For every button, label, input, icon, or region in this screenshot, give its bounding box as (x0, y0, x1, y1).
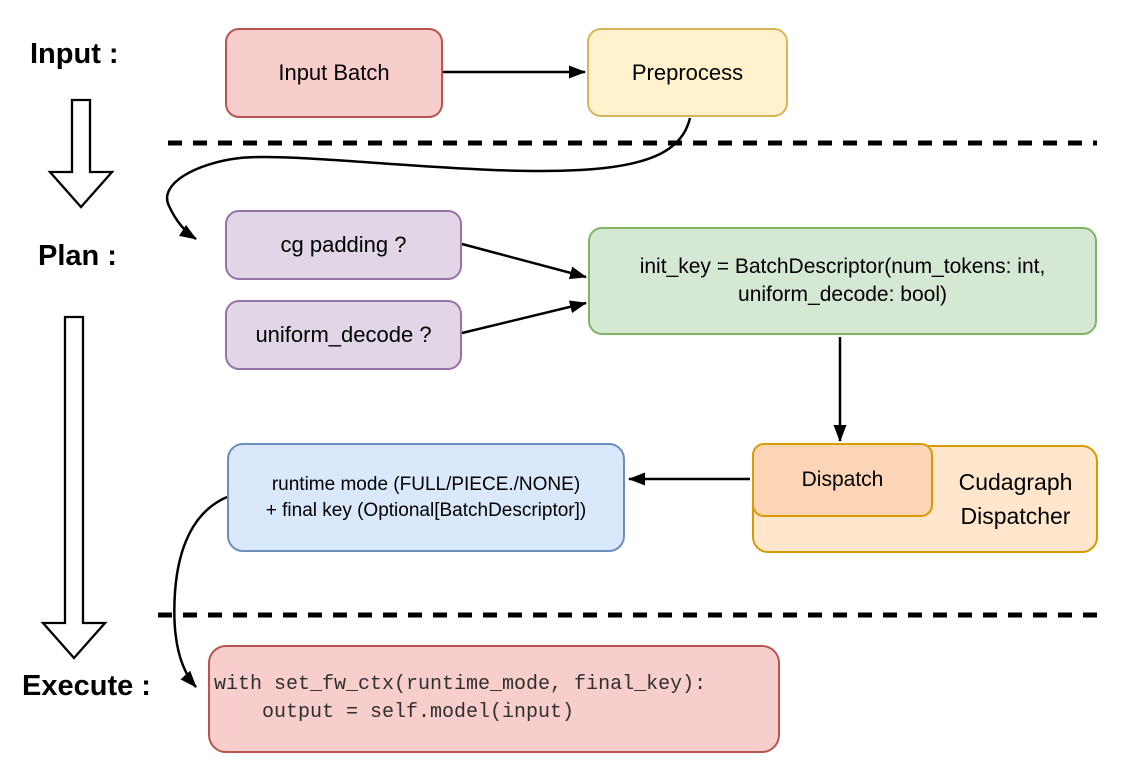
stage-label-execute: Execute : (22, 670, 151, 702)
node-uniform-decode-label: uniform_decode ? (255, 322, 432, 348)
node-runtime-mode-line2: + final key (Optional[BatchDescriptor]) (265, 499, 587, 521)
arrow-preprocess-to-plan (165, 117, 692, 241)
stage-label-input: Input : (30, 38, 119, 70)
arrow-cg-padding-to-init-key (461, 242, 587, 280)
stage-arrow-input-to-plan (47, 98, 115, 209)
node-preprocess-label: Preprocess (631, 59, 744, 85)
cudagraph-label-line2: Dispatcher (960, 503, 1071, 529)
arrow-uniform-decode-to-init-key (461, 300, 587, 335)
node-execute-code: with set_fw_ctx(runtime_mode, final_key)… (208, 645, 780, 753)
execute-code-line2: output = self.model(input) (214, 701, 575, 724)
node-init-key-line2: uniform_decode: bool) (738, 283, 947, 306)
node-cg-padding: cg padding ? (225, 210, 462, 280)
node-runtime-mode: runtime mode (FULL/PIECE./NONE) + final … (227, 443, 625, 552)
node-input-batch: Input Batch (225, 28, 443, 118)
node-runtime-mode-line1: runtime mode (FULL/PIECE./NONE) (271, 474, 581, 496)
stage-label-plan: Plan : (38, 240, 117, 272)
node-preprocess: Preprocess (587, 28, 788, 117)
stage-arrow-plan-to-execute (40, 315, 108, 660)
node-dispatch-label: Dispatch (801, 468, 884, 492)
node-init-key-line1: init_key = BatchDescriptor(num_tokens: i… (639, 255, 1046, 279)
execute-code-line1: with set_fw_ctx(runtime_mode, final_key)… (214, 673, 707, 696)
cudagraph-label-line1: Cudagraph (958, 468, 1073, 495)
node-cudagraph-dispatcher-label: Cudagraph Dispatcher (935, 447, 1096, 551)
arrow-runtime-mode-to-execute (173, 495, 228, 688)
node-dispatch: Dispatch (752, 443, 933, 517)
node-init-key: init_key = BatchDescriptor(num_tokens: i… (588, 227, 1097, 335)
node-cg-padding-label: cg padding ? (280, 232, 407, 258)
node-uniform-decode: uniform_decode ? (225, 300, 462, 370)
node-input-batch-label: Input Batch (278, 60, 390, 86)
